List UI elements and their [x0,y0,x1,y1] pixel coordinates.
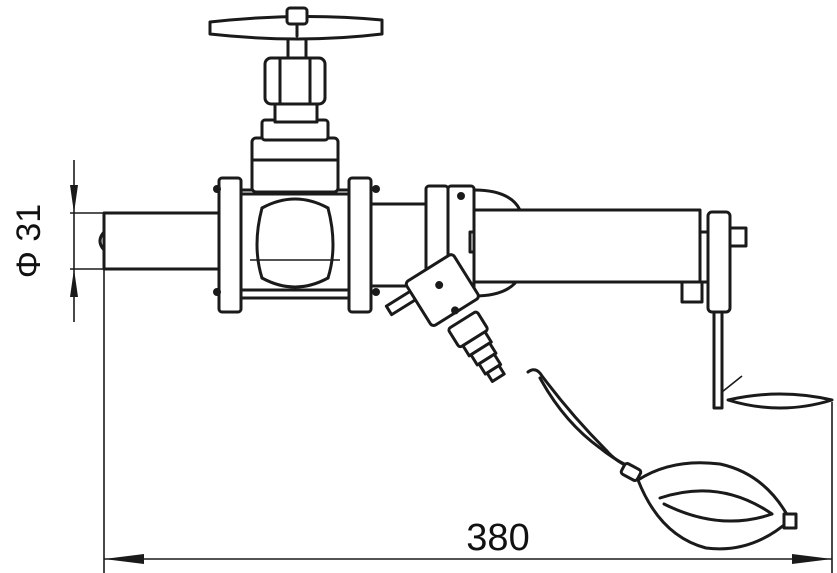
diameter-dimension: Φ 31 [10,160,104,322]
valve-bonnet [250,34,340,194]
valve-body [239,188,351,300]
handwheel[interactable] [208,6,384,41]
length-label: 380 [466,517,529,559]
collection-dish [721,375,834,410]
squeeze-bulb [526,368,798,551]
sampling-nozzle [384,253,506,383]
right-flange [347,176,428,314]
length-dimension: 380 [103,269,833,573]
end-cap [698,210,748,410]
inlet-pipe [98,211,224,271]
diameter-label: Φ 31 [10,204,48,278]
